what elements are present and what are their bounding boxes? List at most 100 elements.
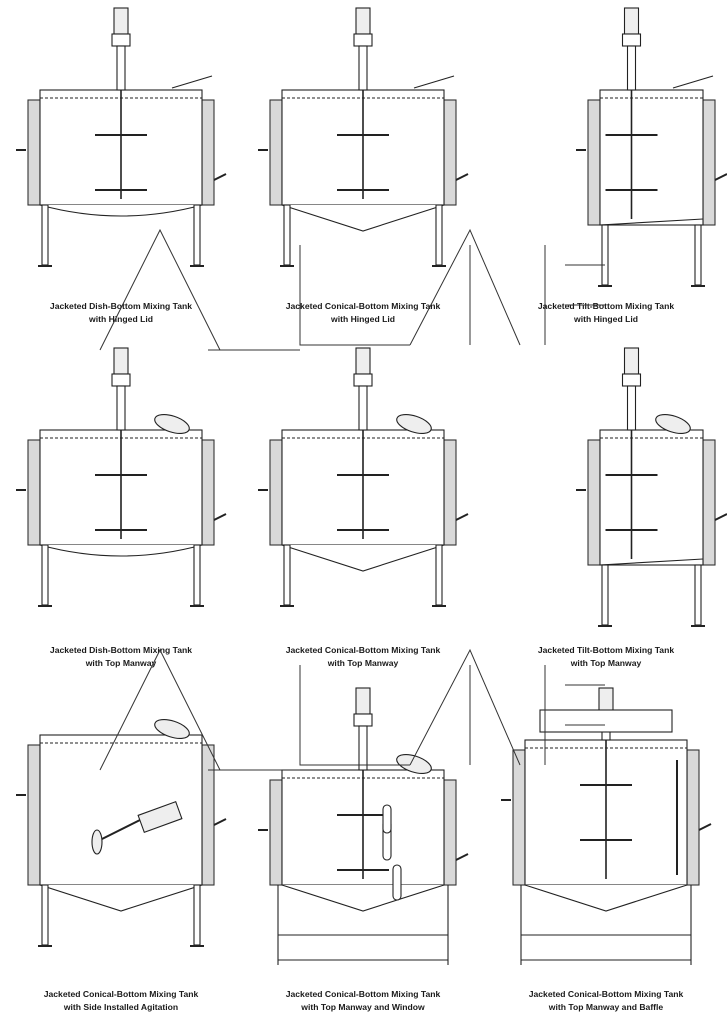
jacket-left	[27, 439, 41, 546]
gearbox	[111, 373, 131, 387]
caption-line2: with Top Manway and Window	[301, 1002, 425, 1012]
tank-figure: Jacketed Conical-Bottom Mixing Tank with …	[0, 680, 242, 1020]
tank-shell	[599, 429, 704, 566]
caption-line1: Jacketed Conical-Bottom Mixing Tank	[528, 989, 684, 999]
support-leg	[283, 204, 291, 266]
jacket-left	[512, 749, 526, 886]
support-leg	[601, 564, 609, 626]
jacket-right	[443, 99, 457, 206]
gearbox	[111, 33, 131, 47]
caption-line1: Jacketed Dish-Bottom Mixing Tank	[49, 645, 193, 655]
jacket-right	[702, 439, 716, 566]
dish-bottom	[39, 204, 203, 217]
caption-line1: Jacketed Tilt-Bottom Mixing Tank	[537, 645, 675, 655]
tank-caption: Jacketed Conical-Bottom Mixing Tank with …	[0, 988, 242, 1014]
caption-line1: Jacketed Conical-Bottom Mixing Tank	[285, 645, 441, 655]
manway-cover	[154, 414, 190, 434]
tank-drawing	[576, 347, 727, 627]
cone-bottom	[281, 544, 445, 572]
caption-line1: Jacketed Conical-Bottom Mixing Tank	[285, 301, 441, 311]
side-nozzle	[455, 173, 469, 181]
tank-figure: Jacketed Conical-Bottom Mixing Tank with …	[242, 0, 484, 340]
tank-drawing	[258, 347, 469, 607]
cone-bottom	[281, 204, 445, 232]
hinged-lid	[413, 75, 455, 89]
tank-drawing	[501, 687, 712, 965]
tank-figure: Jacketed Conical-Bottom Mixing Tank with …	[242, 680, 484, 1020]
caption-line2: with Hinged Lid	[331, 314, 395, 324]
support-leg	[435, 204, 443, 266]
support-leg	[283, 544, 291, 606]
jacket-right	[686, 749, 700, 886]
tank-drawing	[16, 347, 227, 607]
tank-figure: Jacketed Tilt-Bottom Mixing Tank with Top…	[485, 340, 727, 680]
support-leg	[193, 544, 201, 606]
tank-figure: Jacketed Conical-Bottom Mixing Tank with …	[242, 340, 484, 680]
jacket-left	[269, 779, 283, 886]
motor-coupling	[358, 45, 368, 91]
tank-shell	[599, 89, 704, 226]
cone-bottom	[524, 884, 688, 912]
gearbox	[621, 33, 642, 47]
side-nozzle	[714, 173, 727, 181]
side-nozzle	[455, 513, 469, 521]
gearbox	[353, 373, 373, 387]
support-leg	[193, 884, 201, 946]
side-nozzle	[455, 853, 469, 861]
agitator-motor	[355, 347, 371, 375]
gearbox	[621, 373, 642, 387]
support-leg	[694, 224, 702, 286]
hinged-lid	[672, 75, 714, 89]
side-nozzle	[714, 513, 727, 521]
jacket-right	[443, 439, 457, 546]
side-nozzle	[213, 173, 227, 181]
propeller-blade	[91, 829, 103, 855]
dish-bottom	[39, 544, 203, 557]
support-leg	[41, 884, 49, 946]
cone-bottom	[39, 884, 203, 912]
caption-line1: Jacketed Dish-Bottom Mixing Tank	[49, 301, 193, 311]
jacket-left	[587, 439, 601, 566]
motor-coupling	[116, 45, 126, 91]
tank-drawing	[16, 7, 227, 267]
sight-window	[392, 864, 402, 901]
jacket-left	[269, 439, 283, 546]
jacket-right	[702, 99, 716, 226]
side-motor	[137, 800, 183, 834]
agitator-motor	[113, 347, 129, 375]
tank-caption: Jacketed Conical-Bottom Mixing Tank with …	[242, 300, 484, 326]
jacket-left	[587, 99, 601, 226]
motor-coupling	[626, 385, 637, 431]
caption-line1: Jacketed Conical-Bottom Mixing Tank	[43, 989, 199, 999]
caption-line2: with Top Manway	[327, 658, 399, 668]
tank-caption: Jacketed Tilt-Bottom Mixing Tank with Top…	[485, 644, 727, 670]
hinged-lid	[171, 75, 213, 89]
gearbox	[353, 33, 373, 47]
tank-drawing	[258, 7, 469, 267]
support-leg	[41, 544, 49, 606]
caption-line2: with Top Manway	[570, 658, 642, 668]
manway-cover	[396, 414, 432, 434]
support-leg	[601, 224, 609, 286]
caption-line2: with Side Installed Agitation	[63, 1002, 179, 1012]
support-leg	[41, 204, 49, 266]
jacket-left	[269, 99, 283, 206]
tilt-bottom	[599, 558, 704, 566]
tank-drawing	[576, 7, 727, 287]
motor-coupling	[116, 385, 126, 431]
tank-drawing	[16, 719, 227, 947]
caption-line1: Jacketed Conical-Bottom Mixing Tank	[285, 989, 441, 999]
jacket-right	[201, 744, 215, 886]
agitator-motor	[113, 7, 129, 35]
gearbox	[353, 713, 373, 727]
support-leg	[694, 564, 702, 626]
tank-drawing	[258, 687, 469, 965]
